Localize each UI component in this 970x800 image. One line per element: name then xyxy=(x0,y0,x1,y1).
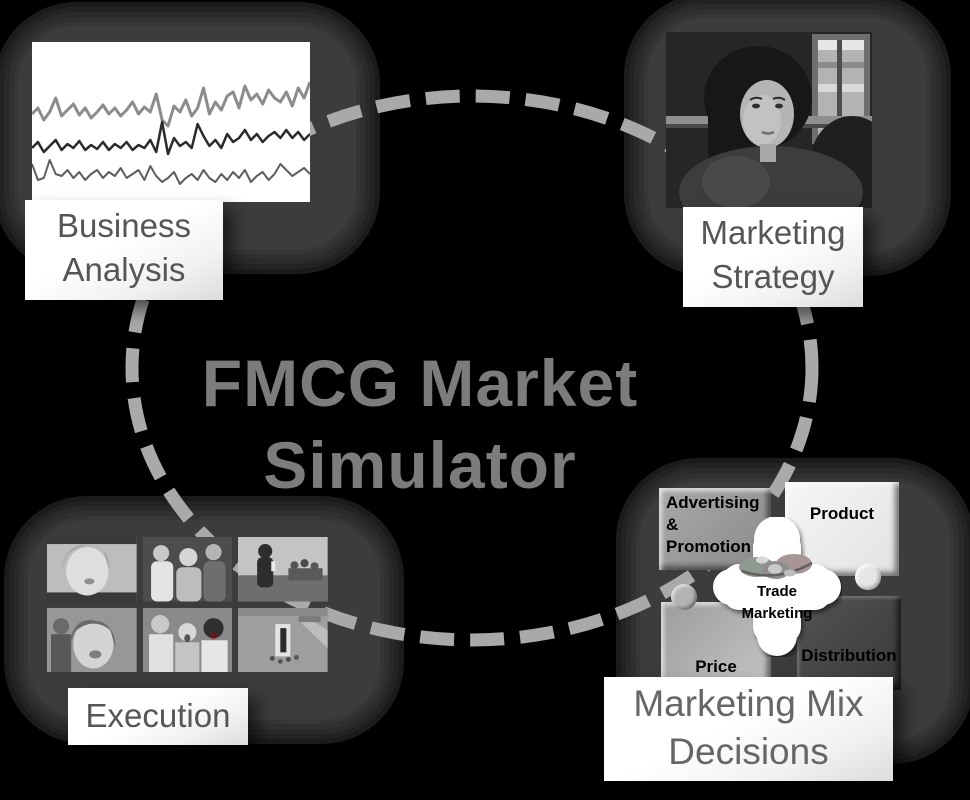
title-line-1: FMCG Market xyxy=(201,346,639,420)
film-still-2 xyxy=(142,537,233,602)
business-analysis-label: Business Analysis xyxy=(25,200,223,300)
puzzle-piece-trade-marketing: Trade Marketing xyxy=(712,517,842,657)
film-still-1 xyxy=(47,537,137,602)
marketing-mix-label: Marketing Mix Decisions xyxy=(604,677,893,781)
film-still-6 xyxy=(238,607,328,672)
puzzle-knob-product xyxy=(855,564,881,590)
title-line-2: Simulator xyxy=(263,428,577,502)
film-still-grid xyxy=(47,537,328,672)
trade-marketing-label-line-1: Trade xyxy=(756,583,798,600)
execution-label-text: Execution xyxy=(85,697,231,734)
puzzle-diagram: Advertising & Promotion Product Price Di… xyxy=(653,480,903,695)
line-chart-thumbnail xyxy=(30,42,312,202)
film-still-5 xyxy=(142,607,233,672)
line-chart-svg xyxy=(30,81,312,185)
marketing-strategy-label: Marketing Strategy xyxy=(683,207,863,307)
distribution-label: Distribution xyxy=(801,646,897,665)
marketing-strategy-label-line-2: Strategy xyxy=(711,258,835,295)
business-analysis-label-line-1: Business xyxy=(57,207,191,244)
trade-marketing-label-line-2: Marketing xyxy=(741,605,813,622)
portrait-photo xyxy=(666,32,872,208)
film-still-3 xyxy=(238,537,328,602)
marketing-mix-label-line-1: Marketing Mix xyxy=(633,683,864,724)
execution-label: Execution xyxy=(68,688,248,745)
puzzle-knob-price xyxy=(671,584,697,610)
diagram-title: FMCG Market Simulator xyxy=(90,342,750,506)
portrait-photo-art xyxy=(666,32,872,208)
marketing-mix-label-line-2: Decisions xyxy=(668,731,829,772)
business-analysis-label-line-2: Analysis xyxy=(62,251,186,288)
price-label: Price xyxy=(695,657,737,676)
marketing-strategy-label-line-1: Marketing xyxy=(700,214,846,251)
film-still-4 xyxy=(47,607,137,672)
product-label: Product xyxy=(809,504,875,523)
